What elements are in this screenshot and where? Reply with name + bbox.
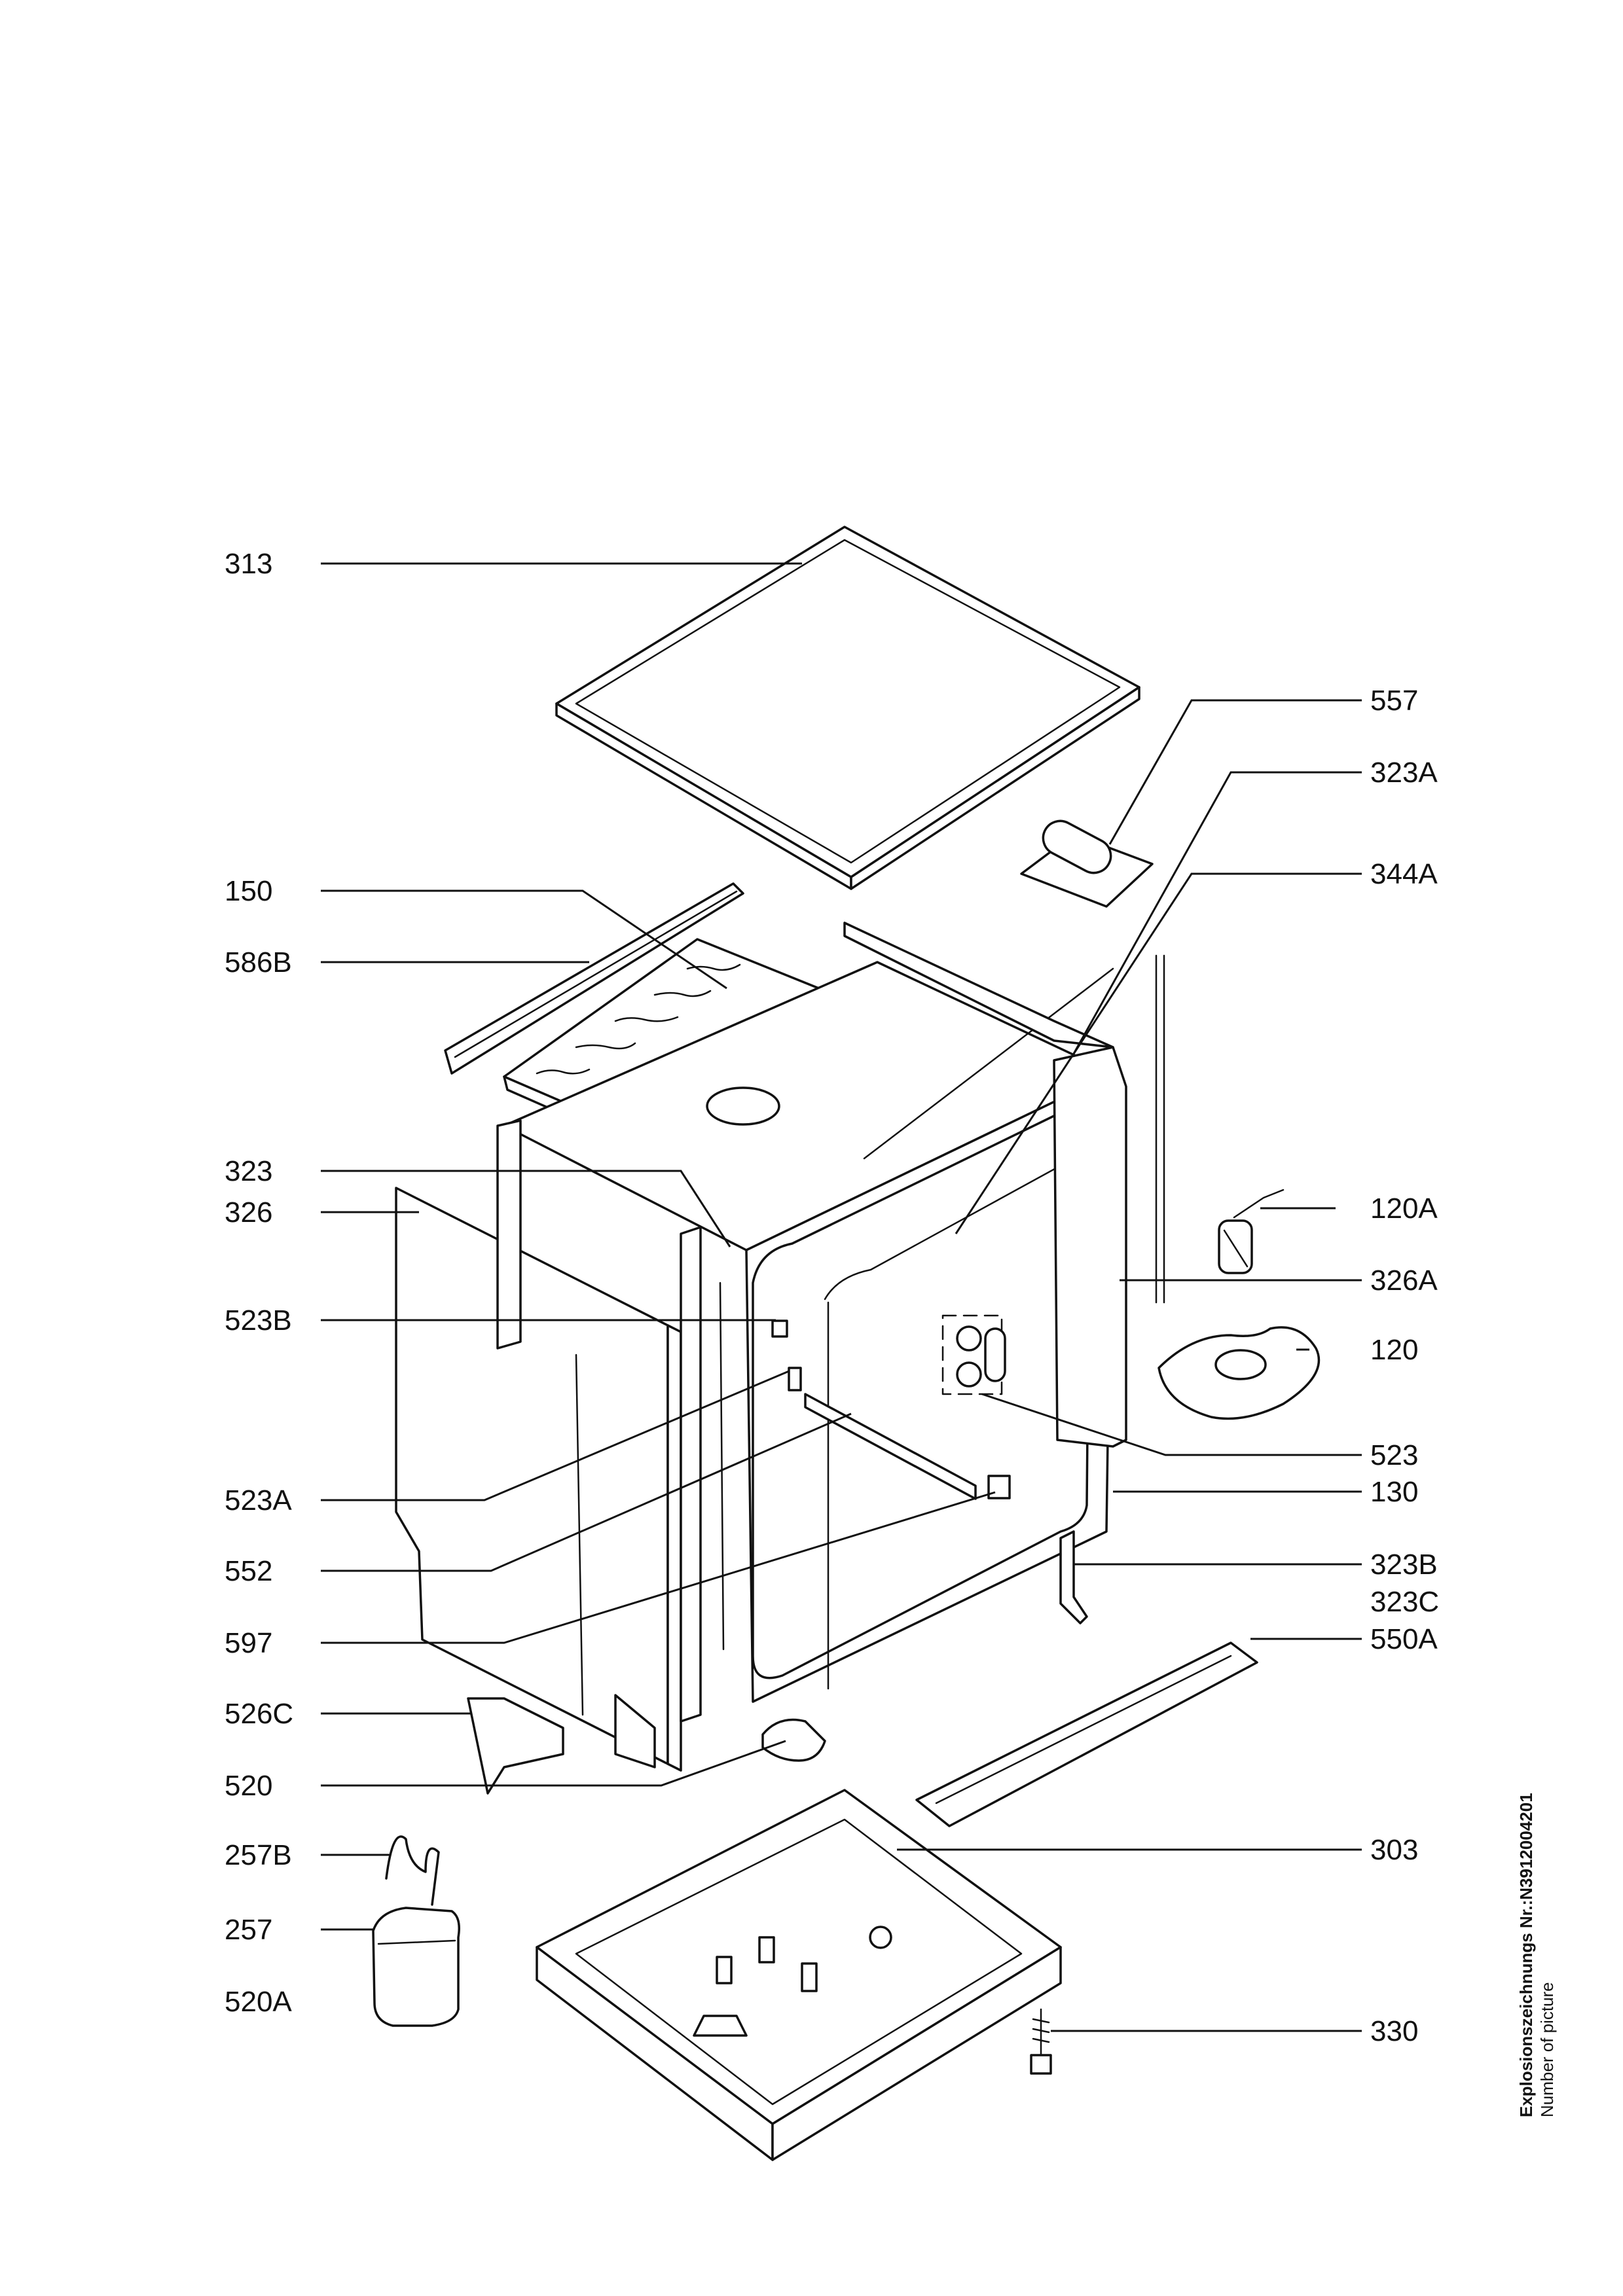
- label-326: 326: [225, 1196, 272, 1229]
- picture-number-caption: Explosionszeichnungs Nr.:N3912004201 Num…: [1516, 1793, 1557, 2117]
- part-326A-right-panel: [843, 922, 1165, 1448]
- label-150: 150: [225, 875, 272, 907]
- part-597-clip: [987, 1475, 1011, 1499]
- part-323-rails: [496, 1119, 725, 1723]
- caption-drawing-number: Explosionszeichnungs Nr.:N3912004201: [1516, 1793, 1536, 2117]
- label-520: 520: [225, 1770, 272, 1802]
- part-330-screw: [1030, 2008, 1052, 2075]
- part-257-container: [372, 1907, 460, 2027]
- label-526C: 526C: [225, 1698, 293, 1730]
- part-323B-bracket: [1059, 1530, 1088, 1624]
- part-tub-body: [503, 961, 1114, 1703]
- label-257: 257: [225, 1914, 272, 1946]
- part-523-inlet-block: [941, 1314, 1006, 1395]
- caption-number-of-picture: Number of picture: [1537, 1982, 1557, 2117]
- part-526C-bracket: [467, 1697, 564, 1795]
- label-550A: 550A: [1370, 1623, 1438, 1655]
- label-323A: 323A: [1370, 757, 1438, 789]
- label-303: 303: [1370, 1834, 1418, 1866]
- part-586B-rail: [444, 882, 744, 1075]
- part-257B-clip: [385, 1835, 440, 1906]
- label-330: 330: [1370, 2015, 1418, 2047]
- label-520A: 520A: [225, 1986, 292, 2018]
- label-597: 597: [225, 1627, 272, 1659]
- label-552: 552: [225, 1555, 272, 1587]
- label-557: 557: [1370, 685, 1418, 717]
- label-523: 523: [1370, 1439, 1418, 1471]
- part-550A-strip: [915, 1641, 1258, 1827]
- label-120A: 120A: [1370, 1193, 1438, 1225]
- leader-lines: [321, 562, 1362, 2032]
- part-326-left-panel: [395, 1187, 682, 1772]
- part-303-base-tray: [536, 1789, 1062, 2161]
- part-523A-fitting: [788, 1367, 802, 1391]
- label-313: 313: [225, 548, 272, 580]
- part-120A-filter: [1218, 1189, 1285, 1274]
- label-523B: 523B: [225, 1304, 292, 1336]
- label-130: 130: [1370, 1476, 1418, 1508]
- label-523A: 523A: [225, 1484, 292, 1516]
- label-323C: 323C: [1370, 1586, 1439, 1618]
- part-523B-fitting: [771, 1319, 788, 1338]
- label-323B: 323B: [1370, 1549, 1438, 1581]
- part-number-labels: 313 557 323A 150 344A 586B 323 326 120A …: [225, 548, 1439, 2047]
- part-120-pad: [1158, 1326, 1321, 1420]
- label-257B: 257B: [225, 1839, 292, 1871]
- label-344A: 344A: [1370, 858, 1438, 890]
- label-120: 120: [1370, 1334, 1418, 1366]
- part-557-roll: [1020, 819, 1154, 908]
- label-323: 323: [225, 1155, 272, 1187]
- part-313-top-cover: [555, 526, 1140, 890]
- label-586B: 586B: [225, 946, 292, 978]
- label-326A: 326A: [1370, 1265, 1438, 1297]
- part-520-connector: [761, 1718, 826, 1762]
